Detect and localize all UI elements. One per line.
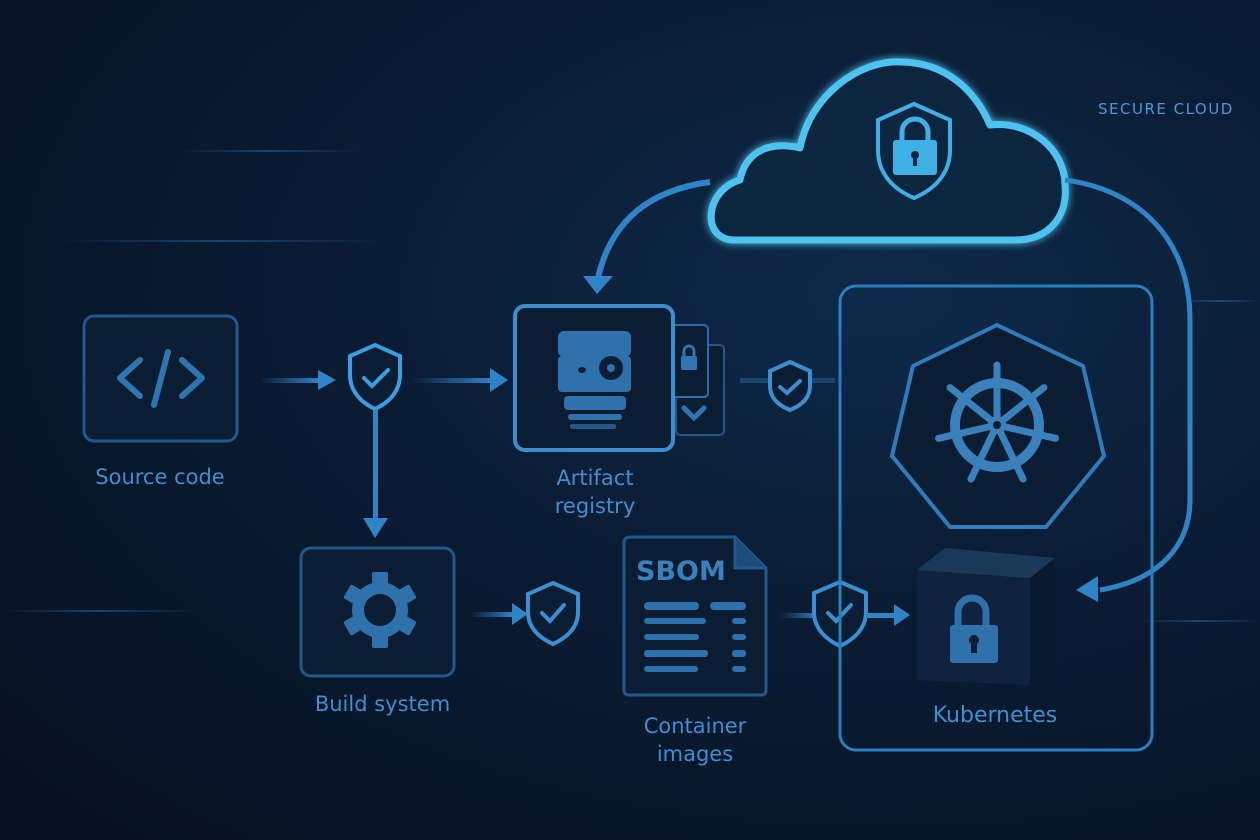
source-code-label: Source code (95, 465, 225, 489)
decorative-streak (180, 150, 360, 152)
arrowhead (363, 518, 388, 538)
decorative-streak (1180, 300, 1260, 302)
secure-cloud (707, 58, 1069, 244)
decorative-streak (0, 610, 200, 612)
secure-cloud-label: SECURE CLOUD (1098, 100, 1234, 118)
arrowhead (512, 603, 528, 625)
arrowhead (1076, 576, 1098, 602)
arrowhead (894, 604, 910, 626)
artifact-registry-label: Artifact registry (510, 464, 680, 520)
source-code-node (82, 314, 239, 443)
checkpoint-shield-icon (348, 342, 402, 412)
container-images-node (622, 535, 768, 697)
artifact-registry-node (513, 304, 725, 452)
build-system-node (299, 546, 456, 678)
decorative-streak (60, 240, 380, 242)
sbom-title: SBOM (636, 556, 726, 587)
kubernetes-label: Kubernetes (932, 703, 1058, 728)
cloud-to-registry-arrow (594, 179, 711, 283)
registry-icon (558, 331, 631, 429)
artifact-registry-label-line1: Artifact (556, 466, 634, 490)
sbom-lines (644, 602, 746, 672)
arrowhead (318, 370, 336, 390)
checkpoint-shield-icon (768, 359, 812, 413)
build-system-label: Build system (314, 692, 451, 716)
container-images-label-line1: Container (643, 714, 747, 738)
kubernetes-helm-icon (935, 361, 1060, 483)
decorative-streak (1140, 620, 1260, 622)
arrowhead (583, 276, 613, 294)
padlock-icon (950, 594, 998, 663)
locked-container-cube (917, 548, 1057, 685)
shield-lock-icon (876, 101, 952, 201)
gear-icon (343, 572, 417, 648)
checkpoint-shield-icon (526, 580, 580, 647)
container-images-label-line2: images (656, 742, 734, 766)
container-images-label: Container images (610, 712, 780, 768)
code-icon (117, 349, 205, 408)
kubernetes-node (838, 284, 1154, 752)
artifact-registry-label-line2: registry (554, 494, 636, 518)
arrowhead (490, 368, 508, 392)
